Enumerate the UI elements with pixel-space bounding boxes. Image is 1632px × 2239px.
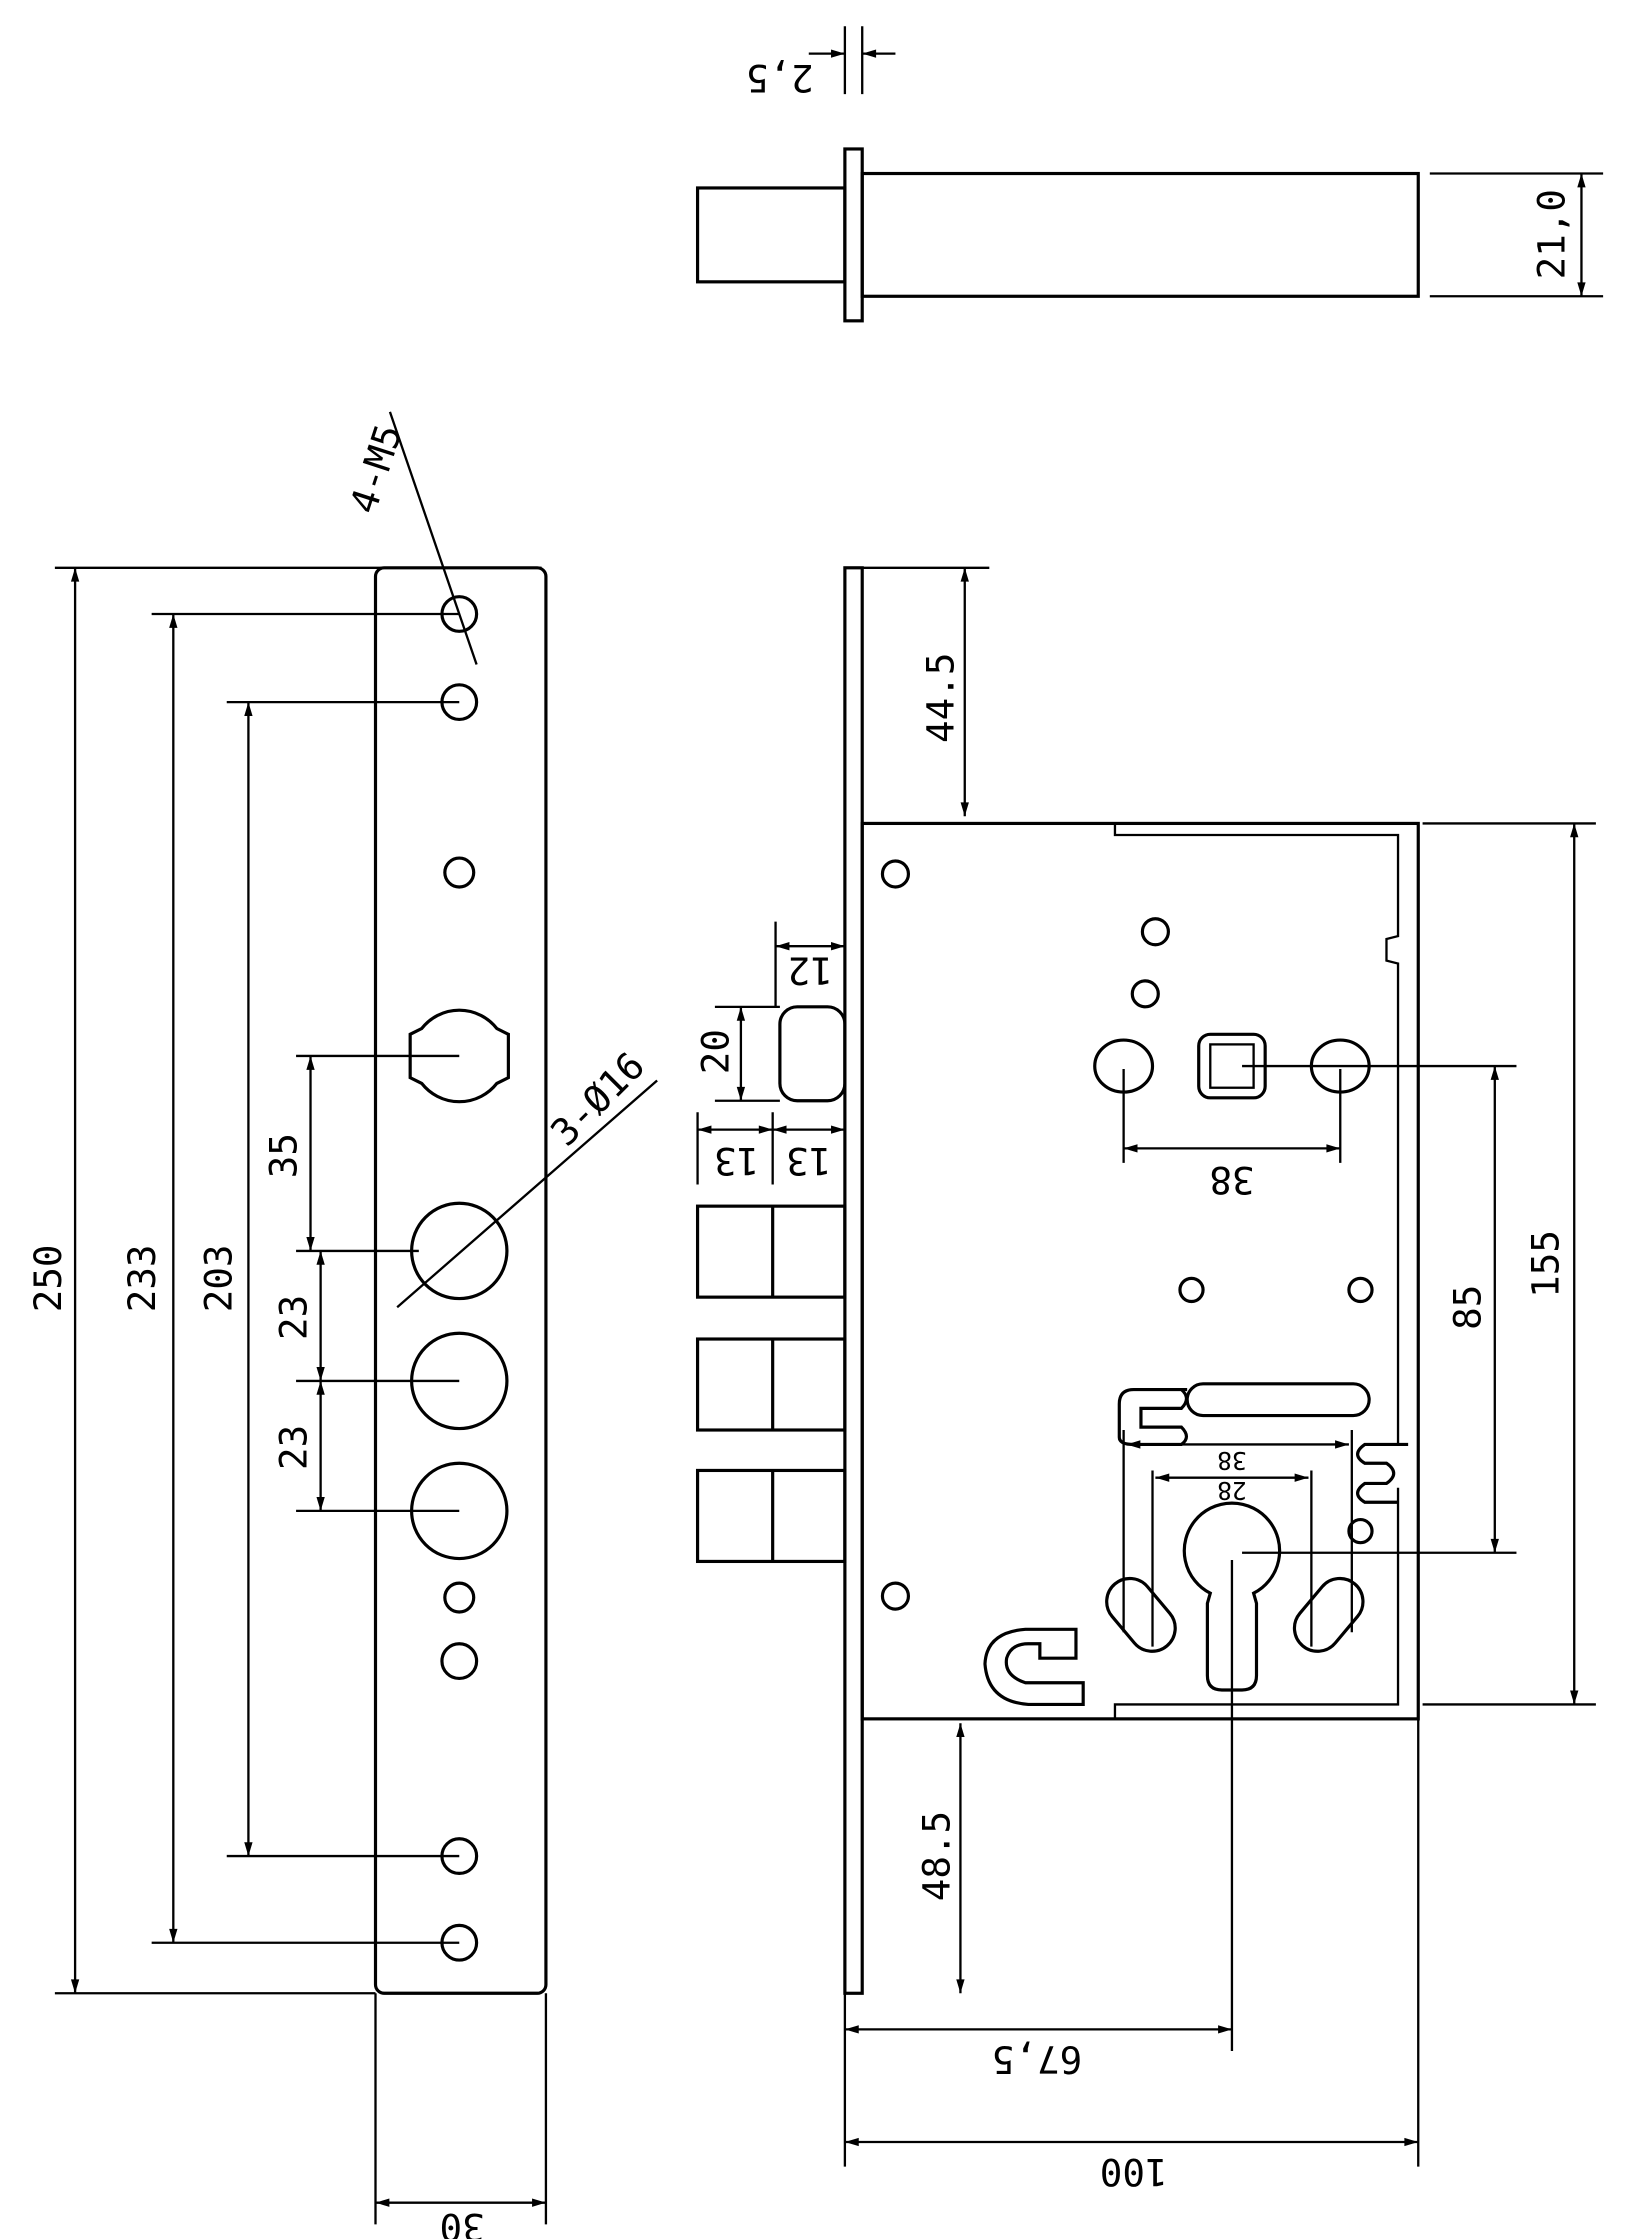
latch-bolt <box>778 1005 847 1103</box>
screw-holes <box>440 595 479 1962</box>
dim-top-offset: 44.5 <box>919 653 963 743</box>
dim-width: 30 <box>440 2205 485 2239</box>
dim-body-height: 155 <box>1524 1230 1568 1298</box>
dim-flange-thickness: 2,5 <box>746 56 814 100</box>
dim-screw-spacing-outer: 233 <box>120 1244 164 1312</box>
dim-bolt-height: 21,0 <box>1530 189 1574 279</box>
dim-body-depth: 100 <box>1100 2150 1168 2194</box>
dim-latch-width: 12 <box>788 948 833 992</box>
dim-spindle-to-screw: 38 <box>1209 1158 1254 1202</box>
dim-bolt-spacing-1: 23 <box>272 1295 316 1340</box>
bolt-side-view: 2,5 21,0 <box>695 26 1604 323</box>
faceplate-view: 250 233 203 35 23 23 30 4-M5 3-Ø16 <box>26 411 658 2239</box>
screw-note: 4-M5 <box>341 419 411 519</box>
dim-center-distance: 85 <box>1446 1285 1490 1330</box>
dead-bolts <box>695 1204 847 1564</box>
cylinder-hole <box>1182 1501 1282 1692</box>
dim-total-length: 250 <box>26 1244 70 1312</box>
lock-body-view: 12 20 13 13 44.5 48.5 155 85 38 38 28 67… <box>693 566 1596 2194</box>
dim-bolt-width-1: 13 <box>714 1139 759 1183</box>
dim-bolt-spacing-2: 23 <box>272 1425 316 1470</box>
latch-opening <box>408 1008 510 1104</box>
dim-latch-height: 20 <box>693 1029 737 1074</box>
dim-cam-spacing-inner: 28 <box>1217 1476 1247 1505</box>
dim-bottom-offset: 48.5 <box>914 1811 958 1901</box>
dim-backset: 67,5 <box>992 2037 1082 2081</box>
dim-screw-spacing-inner: 203 <box>196 1244 240 1312</box>
dim-bolt-width-2: 13 <box>786 1139 831 1183</box>
dim-cam-spacing-outer: 38 <box>1217 1446 1247 1475</box>
dim-latch-to-bolt: 35 <box>261 1133 305 1178</box>
